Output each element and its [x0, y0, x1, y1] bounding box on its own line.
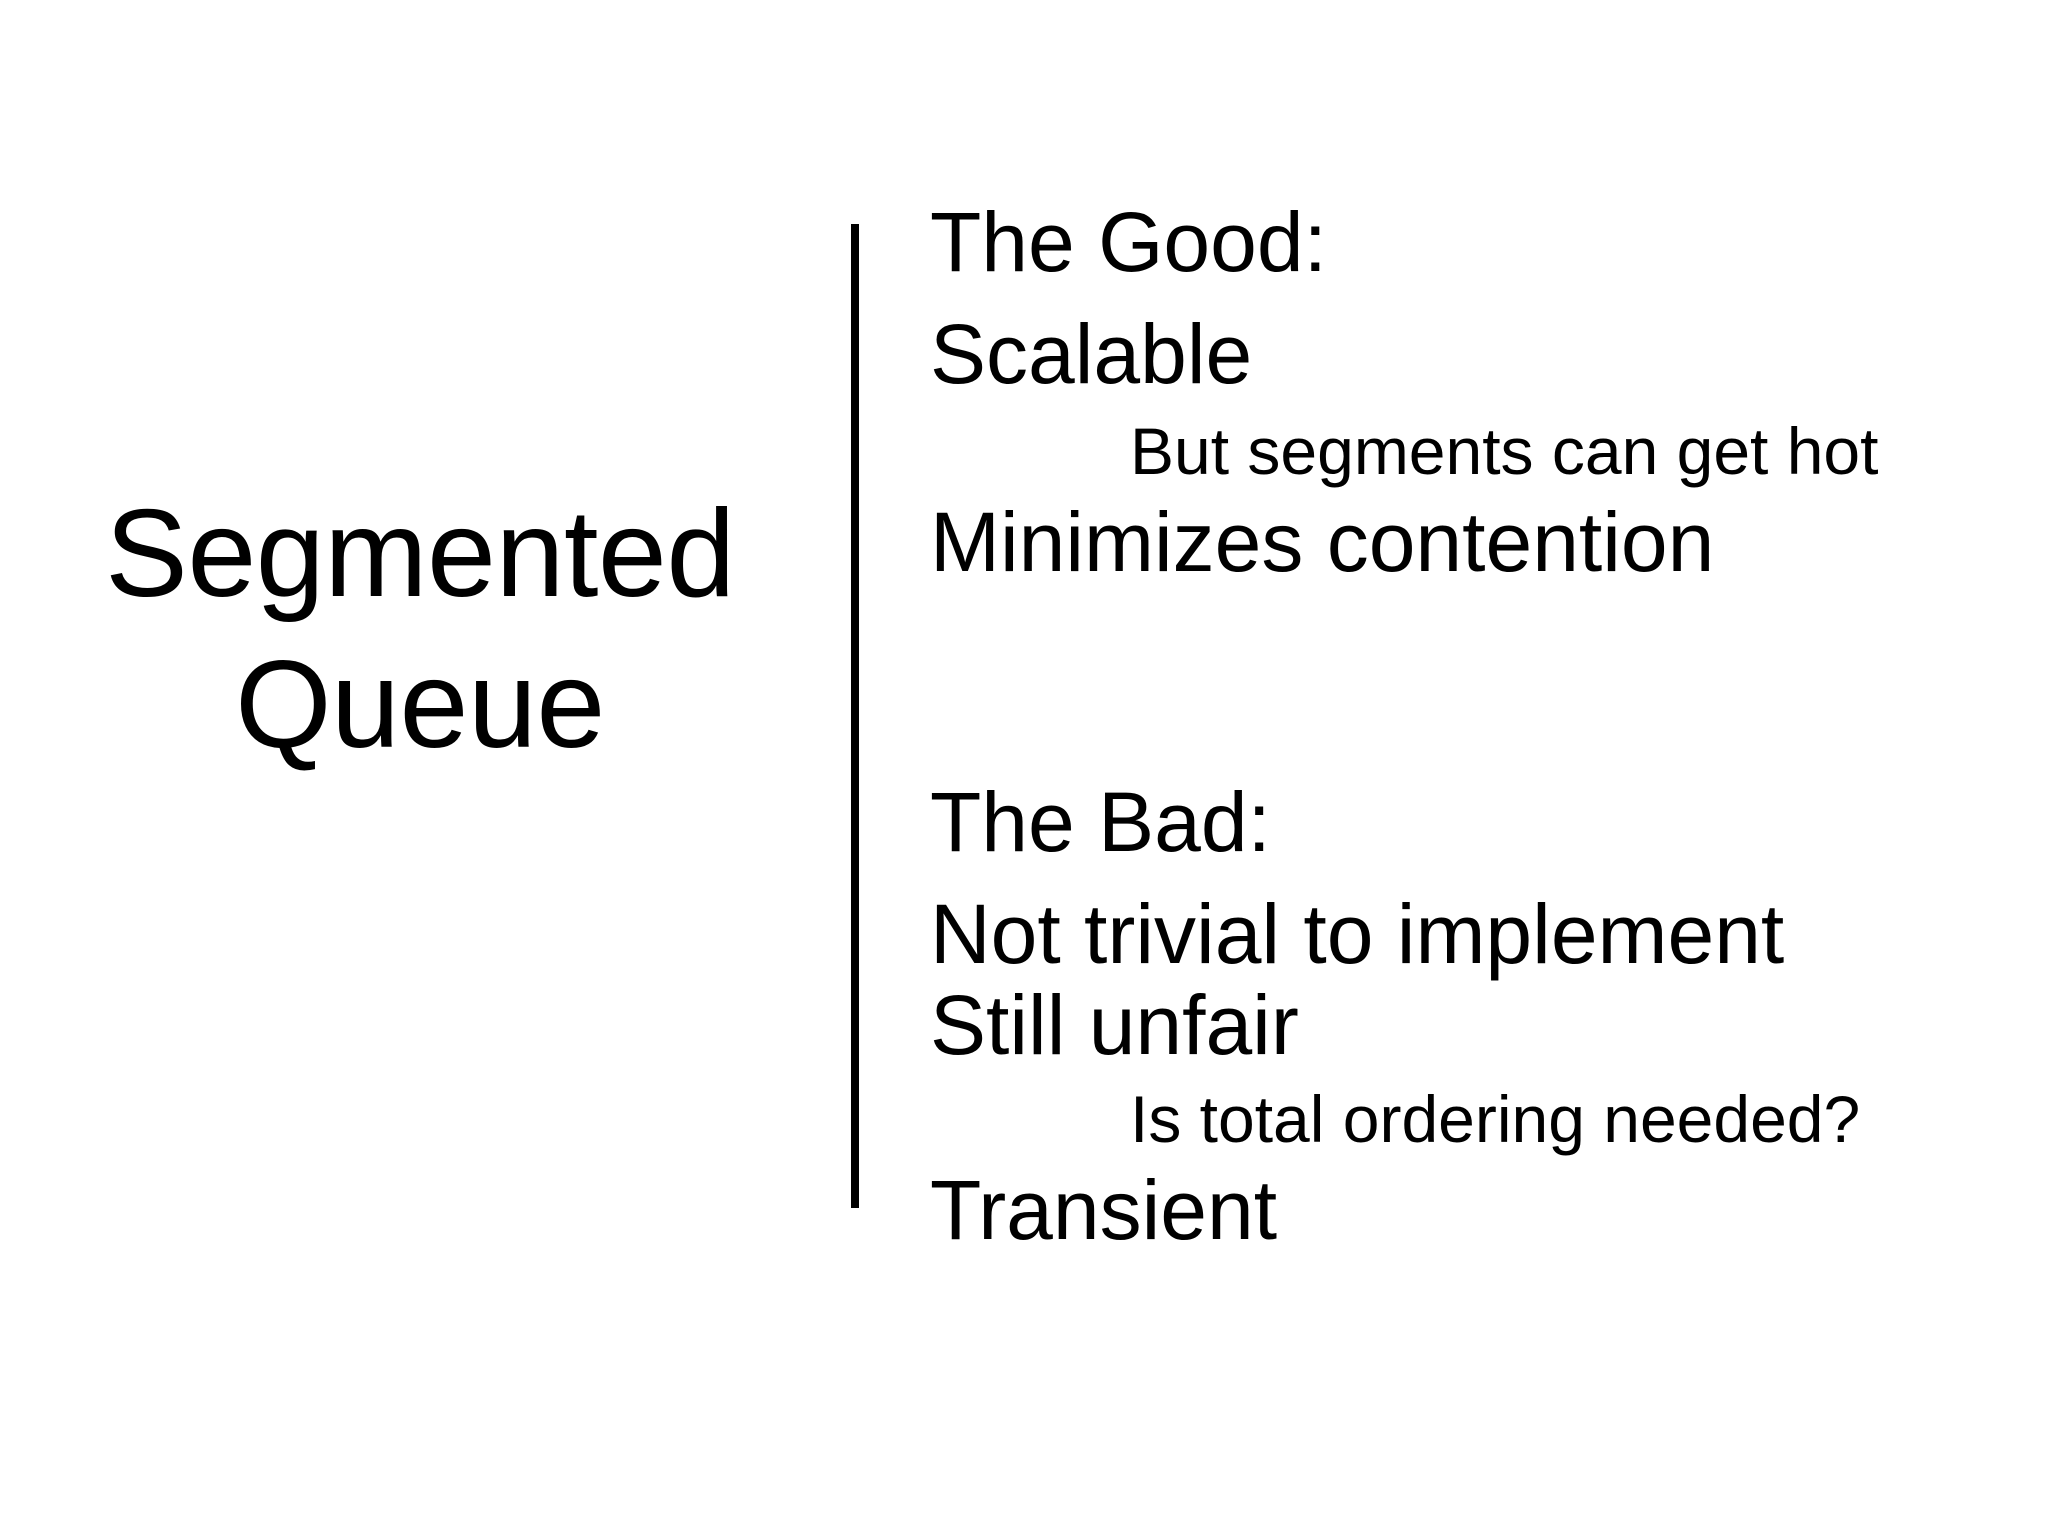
- bullet-minimizes-contention: Minimizes contention: [930, 495, 1715, 589]
- bullet-still-unfair: Still unfair: [930, 978, 1299, 1072]
- slide-title-line-2: Queue: [235, 636, 605, 774]
- section-heading-the-good: The Good:: [930, 195, 1327, 289]
- bullet-transient: Transient: [930, 1163, 1278, 1257]
- sub-bullet-segments-hot: But segments can get hot: [1130, 414, 1879, 488]
- slide-body: The Good: Scalable But segments can get …: [880, 200, 2030, 1260]
- section-heading-the-bad: The Bad:: [930, 775, 1271, 869]
- sub-bullet-total-ordering-needed: Is total ordering needed?: [1130, 1082, 1861, 1156]
- slide-title: Segmented Queue: [60, 420, 780, 840]
- bullet-scalable: Scalable: [930, 307, 1253, 401]
- vertical-divider-line: [851, 224, 859, 1208]
- slide-title-line-1: Segmented: [105, 484, 735, 623]
- bullet-not-trivial-to-implement: Not trivial to implement: [930, 887, 1785, 981]
